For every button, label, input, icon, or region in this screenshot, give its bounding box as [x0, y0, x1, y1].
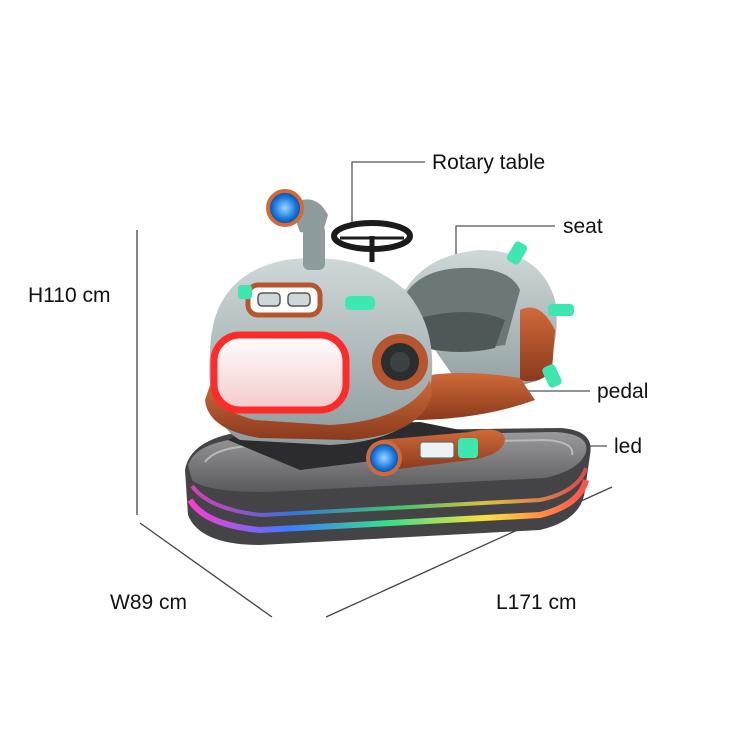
side-teal-fin-right: [345, 296, 375, 310]
length-dimension-label: L171 cm: [496, 591, 577, 614]
side-led-cannon: [366, 429, 505, 476]
rear-teal-fin-side: [548, 304, 574, 316]
front-led-screen: [210, 331, 350, 414]
periscope-lamp: [266, 189, 328, 270]
width-dimension-line: [139, 522, 273, 618]
blue-light-icon: [266, 189, 304, 227]
width-dimension-label: W89 cm: [110, 591, 188, 614]
rear-teal-fin-lower: [542, 364, 562, 388]
side-teal-fin-left: [238, 285, 252, 299]
height-dimension-label: H110 cm: [28, 284, 111, 307]
cannon-blue-light-icon: [366, 440, 402, 476]
led-callout: led: [614, 435, 643, 458]
rear-teal-fin: [506, 241, 528, 265]
front-body: [205, 258, 433, 445]
steering-wheel: [331, 220, 413, 262]
seat: [405, 267, 520, 352]
seat-callout: seat: [563, 215, 603, 238]
pedal-callout: pedal: [597, 380, 649, 403]
rotary-table-callout: Rotary table: [432, 151, 546, 174]
rotary-table-leader: [351, 161, 425, 222]
